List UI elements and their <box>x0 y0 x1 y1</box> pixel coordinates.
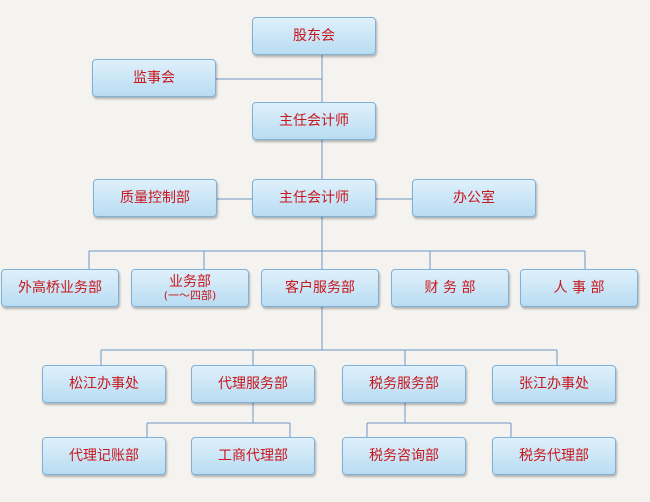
node-label: 人 事 部 <box>553 279 605 296</box>
node-sublabel: (一～四部) <box>163 288 217 302</box>
node-quality-control[interactable]: 质量控制部 <box>93 179 217 217</box>
node-business-dept[interactable]: 业务部 (一～四部) <box>131 269 249 307</box>
node-label: 质量控制部 <box>120 189 190 206</box>
node-office[interactable]: 办公室 <box>412 179 536 217</box>
node-label: 办公室 <box>453 189 495 206</box>
node-label: 松江办事处 <box>69 375 139 392</box>
node-label: 客户服务部 <box>285 279 355 296</box>
node-chief-accountant-2[interactable]: 主任会计师 <box>252 179 376 217</box>
node-label: 代理记账部 <box>69 447 139 464</box>
node-label: 税务代理部 <box>519 447 589 464</box>
node-supervisory-board[interactable]: 监事会 <box>92 59 216 97</box>
node-overseas-business[interactable]: 外高桥业务部 <box>1 269 119 307</box>
node-tax-agency[interactable]: 税务代理部 <box>492 437 616 475</box>
node-label: 财 务 部 <box>424 279 476 296</box>
node-finance[interactable]: 财 务 部 <box>391 269 509 307</box>
node-label: 张江办事处 <box>519 375 589 392</box>
node-client-service[interactable]: 客户服务部 <box>261 269 379 307</box>
node-hr[interactable]: 人 事 部 <box>520 269 638 307</box>
node-label: 业务部 <box>169 273 211 290</box>
node-label: 主任会计师 <box>279 112 349 129</box>
node-bookkeeping-agency[interactable]: 代理记账部 <box>42 437 166 475</box>
node-chief-accountant-1[interactable]: 主任会计师 <box>252 102 376 140</box>
node-tax-service[interactable]: 税务服务部 <box>342 365 466 403</box>
node-label: 工商代理部 <box>218 447 288 464</box>
node-tax-consulting[interactable]: 税务咨询部 <box>342 437 466 475</box>
node-agency-service[interactable]: 代理服务部 <box>191 365 315 403</box>
node-label: 税务服务部 <box>369 375 439 392</box>
node-label: 代理服务部 <box>218 375 288 392</box>
node-label: 监事会 <box>133 69 175 86</box>
node-zhangjiang-office[interactable]: 张江办事处 <box>492 365 616 403</box>
node-commerce-agency[interactable]: 工商代理部 <box>191 437 315 475</box>
node-label: 股东会 <box>293 27 335 44</box>
node-shareholders[interactable]: 股东会 <box>252 17 376 55</box>
node-songjiang-office[interactable]: 松江办事处 <box>42 365 166 403</box>
node-label: 主任会计师 <box>279 189 349 206</box>
node-label: 税务咨询部 <box>369 447 439 464</box>
node-label: 外高桥业务部 <box>18 279 102 296</box>
